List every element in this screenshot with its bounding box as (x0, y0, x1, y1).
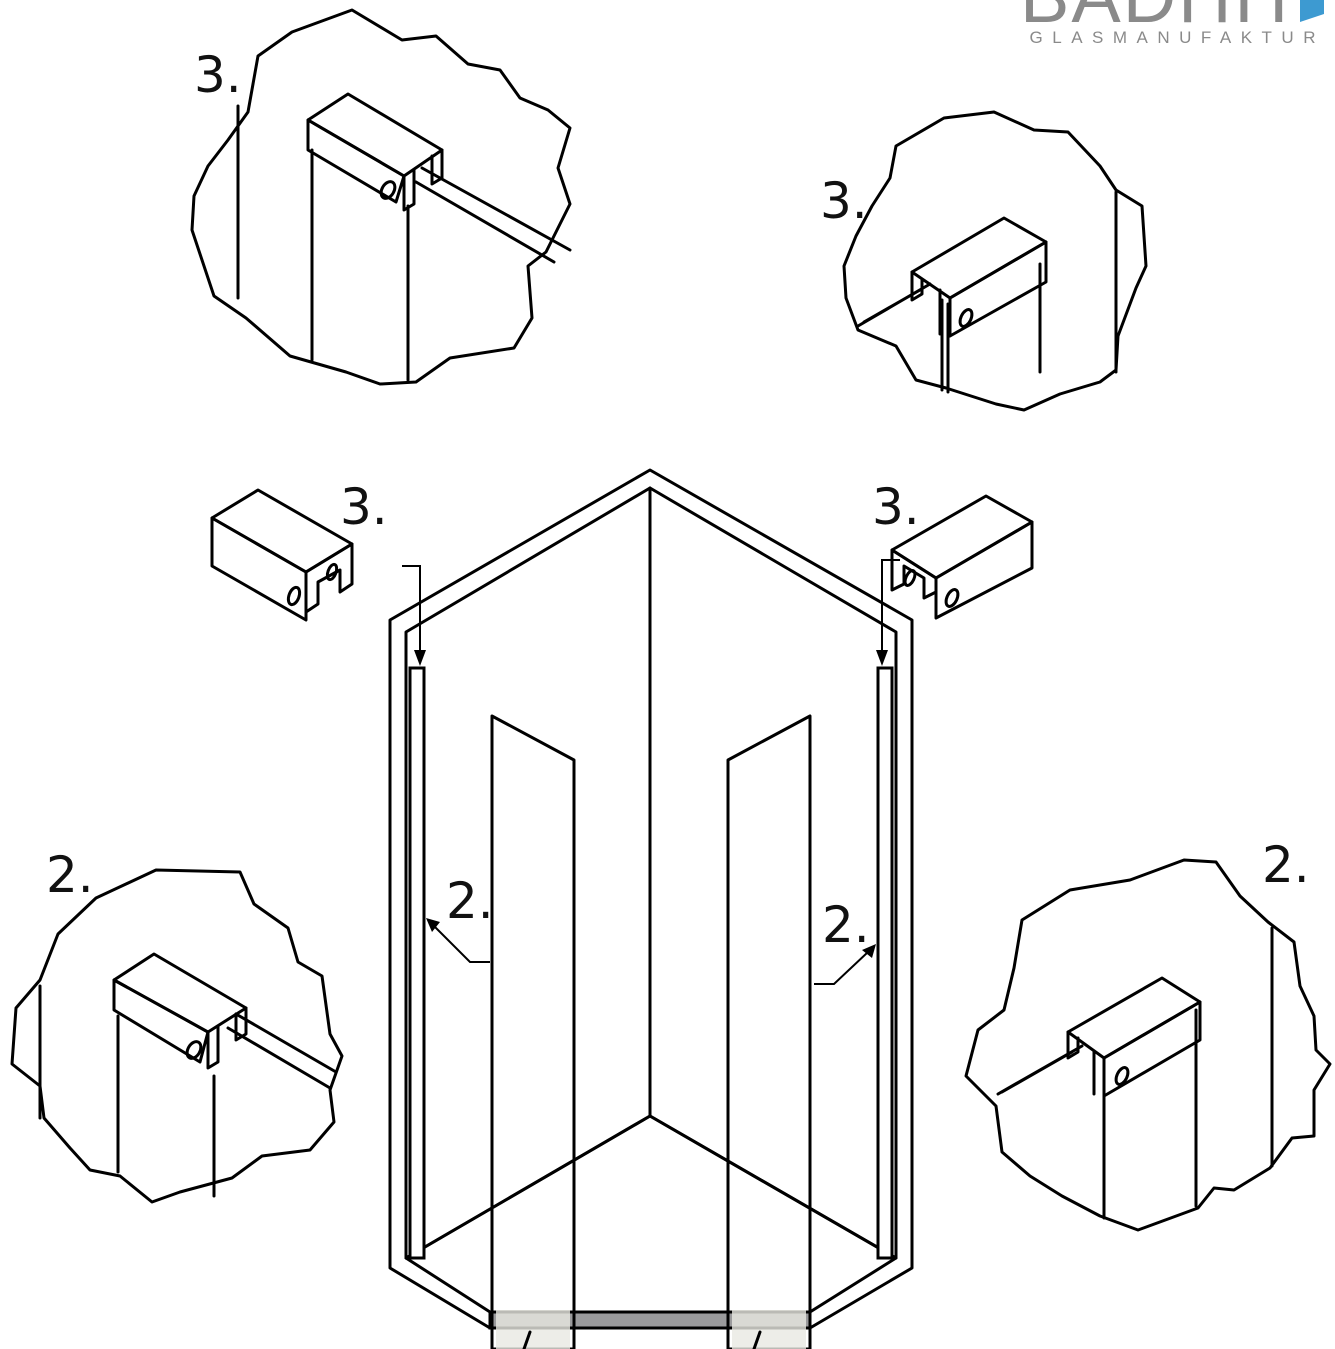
detail-top-left-label: 3. (194, 46, 242, 104)
callout-right-label: 2. (822, 896, 870, 954)
logo-brand-fragment: BADHIT (1020, 0, 1303, 38)
logo-wordmark: GLASMANUFAKTUR (1029, 28, 1325, 47)
shower-tray (404, 1114, 898, 1314)
detail-bottom-left-label: 2. (46, 846, 94, 904)
cap-part-left-label: 3. (340, 478, 388, 536)
detail-bottom-right-outline (964, 858, 1332, 1232)
detail-top-left: 3. (190, 8, 572, 386)
glass-door-left (490, 714, 576, 1349)
logo-accent-mark (1300, 0, 1324, 22)
shower-enclosure: 2. 2. (388, 468, 914, 1349)
back-wall-right (648, 486, 898, 1260)
detail-top-right-outline (842, 110, 1148, 412)
detail-top-right-label: 3. (820, 172, 868, 230)
cap-part-left: 3. (210, 478, 426, 666)
wall-profile-left (408, 666, 426, 1260)
detail-top-right: 3. (820, 110, 1148, 412)
cap-part-right-label: 3. (872, 478, 920, 536)
detail-top-left-outline (190, 8, 572, 386)
glass-door-right (726, 714, 812, 1349)
callout-left-label: 2. (446, 872, 494, 930)
detail-bottom-right: 2. (964, 836, 1332, 1232)
cap-part-right: 3. (872, 478, 1034, 666)
brand-logo: BADHIT (1020, 0, 1324, 38)
detail-bottom-left: 2. (10, 846, 344, 1204)
enclosure-frame (388, 468, 914, 1330)
detail-bottom-left-outline (10, 868, 344, 1204)
wall-profile-right (876, 666, 894, 1260)
back-wall-left (404, 486, 652, 1260)
detail-bottom-right-label: 2. (1262, 836, 1310, 894)
